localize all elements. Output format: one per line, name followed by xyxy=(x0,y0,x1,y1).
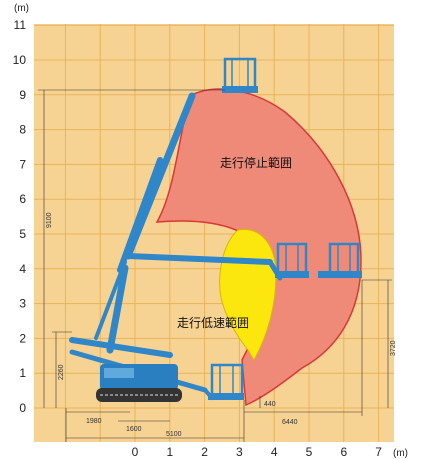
x-axis-unit: (m) xyxy=(393,448,408,459)
platform-low xyxy=(208,363,244,400)
y-tick-label: 6 xyxy=(19,192,26,206)
boom-mid-arm xyxy=(117,157,163,273)
y-tick-label: 4 xyxy=(19,262,26,276)
y-tick-label: 2 xyxy=(19,331,26,345)
x-tick-label: 4 xyxy=(271,445,278,459)
y-tick-label: 9 xyxy=(19,88,26,102)
dim-offset-small: 440 xyxy=(264,401,276,408)
y-axis-ticks: 0 1 2 3 4 5 6 7 8 9 10 11 xyxy=(13,18,27,415)
y-tick-label: 5 xyxy=(19,227,26,241)
platform-top xyxy=(222,57,258,93)
y-tick-label: 3 xyxy=(19,297,26,311)
dim-right-height: 3720 xyxy=(390,340,397,356)
dim-width-1600: 1600 xyxy=(126,426,142,433)
y-tick-label: 10 xyxy=(13,53,27,67)
x-tick-label: 6 xyxy=(340,445,347,459)
x-tick-label: 2 xyxy=(201,445,208,459)
x-axis-ticks: 0 1 2 3 4 5 6 7 xyxy=(132,445,383,459)
y-tick-label: 7 xyxy=(19,157,26,171)
x-tick-label: 3 xyxy=(236,445,243,459)
stop-zone-label: 走行停止範囲 xyxy=(220,155,292,170)
y-tick-label: 1 xyxy=(19,366,26,380)
dim-width-5100: 5100 xyxy=(166,431,182,438)
y-tick-label: 8 xyxy=(19,123,26,137)
dim-height-max: 9100 xyxy=(46,212,53,228)
platform-mid xyxy=(275,242,309,278)
boom-lower-arm xyxy=(106,264,129,354)
low-speed-zone-label: 走行低速範囲 xyxy=(177,315,249,330)
x-tick-label: 5 xyxy=(306,445,313,459)
dim-width-1980: 1980 xyxy=(86,418,102,425)
boom-horizontal-arm xyxy=(125,253,273,265)
dim-width-6440: 6440 xyxy=(282,419,298,426)
x-tick-label: 0 xyxy=(132,445,139,459)
machine-base xyxy=(96,364,182,402)
y-tick-label: 11 xyxy=(14,18,27,32)
x-tick-label: 7 xyxy=(375,445,382,459)
boom-upper-arm xyxy=(124,92,196,260)
x-tick-label: 1 xyxy=(166,445,173,459)
boom-stowed-lower xyxy=(69,337,173,358)
dimension-lines xyxy=(38,89,392,442)
y-tick-label: 0 xyxy=(19,401,26,415)
y-axis-unit: (m) xyxy=(14,3,29,14)
boom-cylinder xyxy=(94,260,127,340)
platform-far xyxy=(318,242,362,278)
dim-height-base: 2260 xyxy=(58,364,65,380)
